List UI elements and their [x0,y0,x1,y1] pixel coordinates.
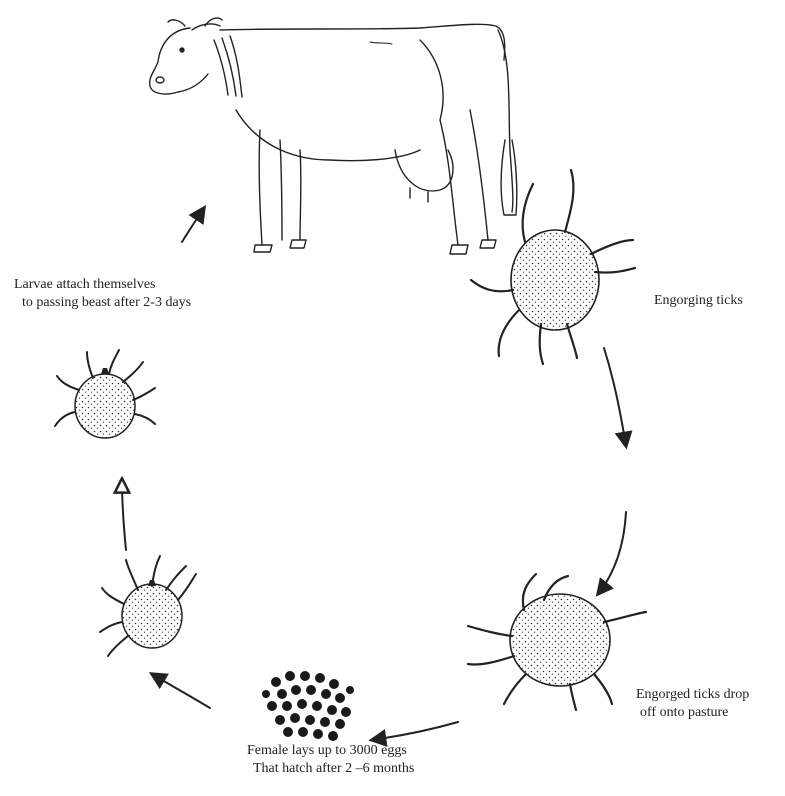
engorged-tick-illustration [468,574,646,710]
female-label: Female lays up to 3000 eggs That hatch a… [235,742,414,778]
arrow-larva-to-cow [182,208,204,242]
larvae-label: Larvae attach themselves to passing beas… [12,276,272,312]
arrow-eggs-to-nymph [152,674,210,708]
egg-cluster-illustration [262,671,354,741]
engorged-label: Engorged ticks drop off onto pasture [636,686,749,722]
larvae-label-line-2: to passing beast after 2-3 days [12,294,272,312]
engorging-tick-illustration [471,170,635,364]
larva-tick-illustration [55,350,155,438]
engorged-label-line-2: off onto pasture [636,704,749,722]
female-label-line-1: Female lays up to 3000 eggs [235,742,414,760]
nymph-tick-illustration [100,556,196,656]
arrow-engorged-to-eggs [372,722,458,740]
cow-illustration [150,18,517,254]
arrow-nymph-to-larva [122,480,126,550]
arrow-cow-to-engorging [604,348,626,446]
female-label-line-2: That hatch after 2 –6 months [235,760,414,778]
engorging-label: Engorging ticks [654,292,743,310]
engorged-label-line-1: Engorged ticks drop [636,686,749,704]
larvae-label-line-1: Larvae attach themselves [12,276,272,294]
arrow-engorging-to-engorged [598,512,626,594]
